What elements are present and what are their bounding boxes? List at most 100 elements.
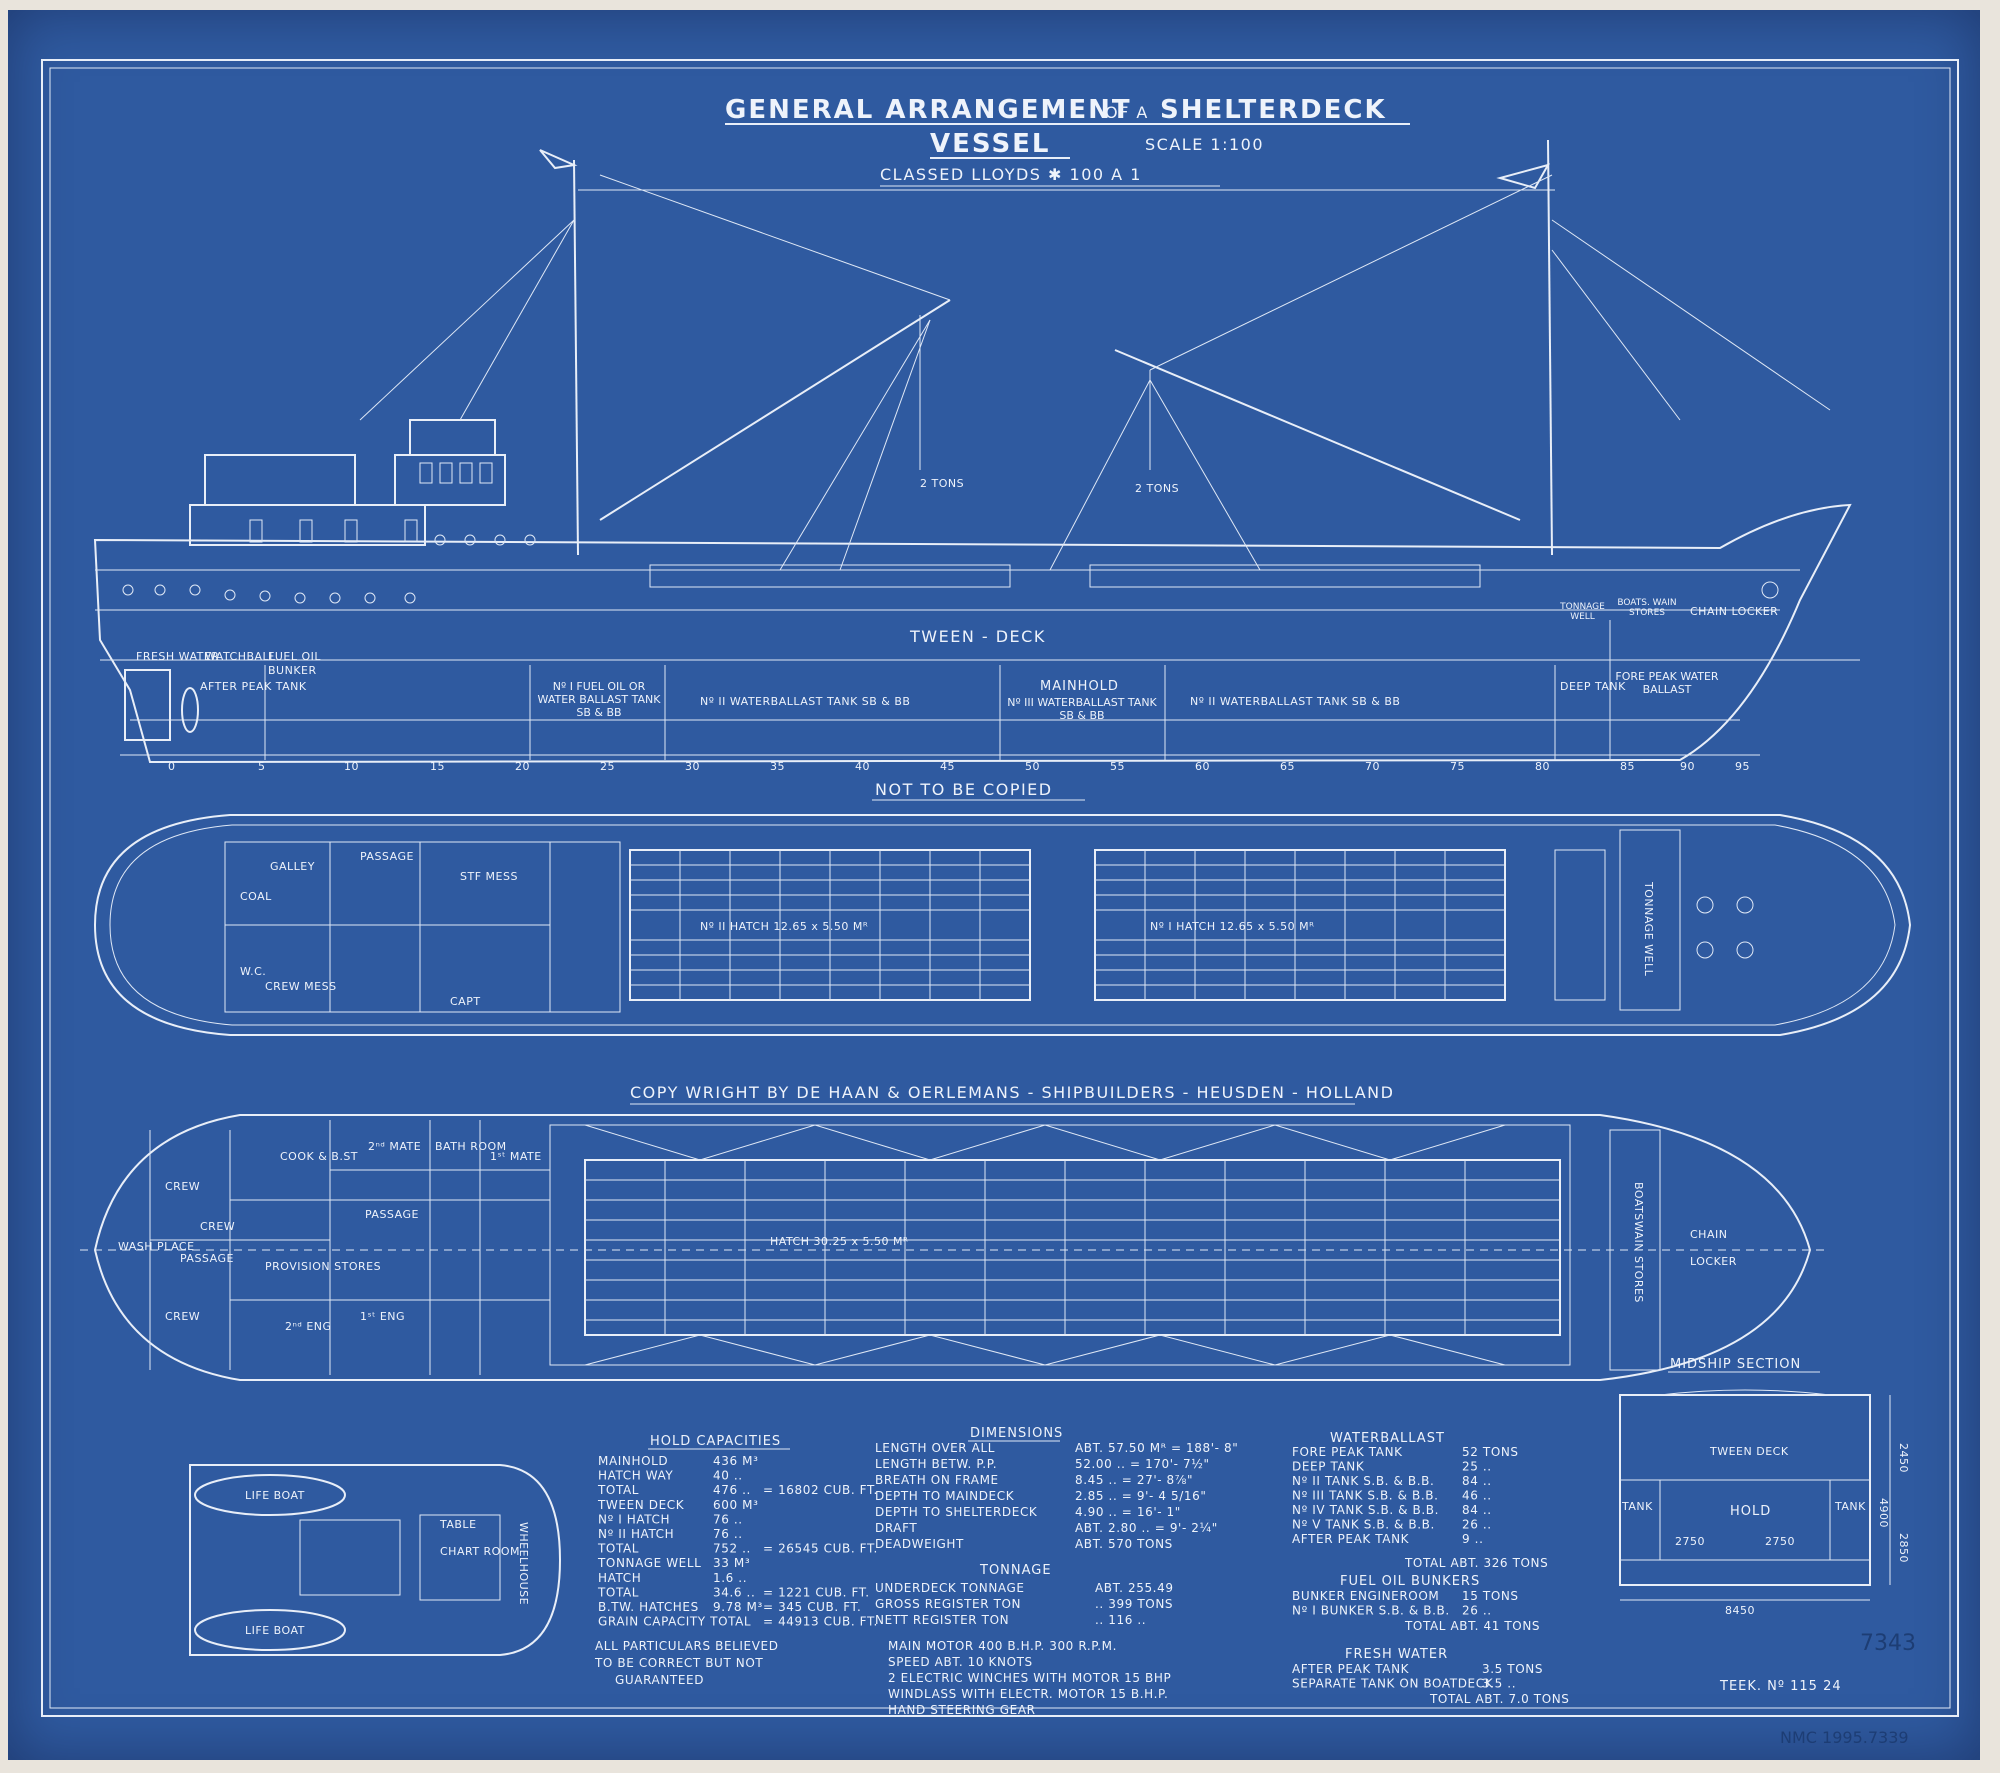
hold-capacity-cell: = 1221 CUB. FT. <box>763 1585 870 1599</box>
tonnage-cell: GROSS REGISTER TON <box>875 1597 1021 1611</box>
title-line1-a: GENERAL ARRANGEMENT <box>725 95 1132 125</box>
frame-num: 90 <box>1680 760 1695 773</box>
hold-capacity-cell: 752 .. <box>713 1542 751 1556</box>
dimension-cell: DEADWEIGHT <box>875 1537 964 1551</box>
water-ballast-cell: Nº III TANK S.B. & B.B. <box>1292 1489 1439 1503</box>
passage-lower-2: PASSAGE <box>365 1208 419 1221</box>
title-class: CLASSED LLOYDS ✱ 100 A 1 <box>880 165 1142 184</box>
midship-tank-left: TANK <box>1621 1500 1653 1513</box>
boatswain-profile: BOATS. WAIN STORES <box>1617 598 1676 618</box>
fresh-water-label: FRESH WATER <box>136 650 219 663</box>
crew-room-3: CREW <box>165 1310 200 1323</box>
hold-capacities-table: HOLD CAPACITIES <box>648 1434 790 1450</box>
dimension-cell: LENGTH OVER ALL <box>875 1441 995 1455</box>
water-ballast-cell: Nº IV TANK S.B. & B.B. <box>1292 1503 1439 1517</box>
water-ballast-total: TOTAL ABT. 326 TONS <box>1404 1556 1548 1570</box>
frame-num: 70 <box>1365 760 1380 773</box>
hold-capacity-cell: = 26545 CUB. FT. <box>763 1542 878 1556</box>
hold-capacity-cell: = 345 CUB. FT. <box>763 1600 861 1614</box>
boatswain-stores-plan: BOATSWAIN STORES <box>1632 1182 1645 1303</box>
tween-deck-label: TWEEN - DECK <box>909 627 1046 646</box>
hold-capacity-cell: HATCH <box>598 1571 641 1585</box>
frame-num: 10 <box>344 760 359 773</box>
tons-fwd-label: 2 TONS <box>1135 482 1179 495</box>
passage-upper-1: PASSAGE <box>360 850 414 863</box>
after-peak-label: AFTER PEAK TANK <box>200 680 307 693</box>
fore-derrick <box>1114 349 1521 521</box>
midship-h3: 2850 <box>1897 1533 1910 1563</box>
hold-capacity-cell: 1.6 .. <box>713 1571 747 1585</box>
machinery-cell: SPEED ABT. 10 KNOTS <box>888 1655 1033 1669</box>
aft-mast <box>573 159 579 556</box>
hold-capacity-cell: 34.6 .. <box>713 1585 755 1599</box>
tonnage-cell: NETT REGISTER TON <box>875 1613 1009 1627</box>
coal-room: COAL <box>240 890 272 903</box>
crew-mess-room: CREW MESS <box>265 980 337 993</box>
title-block: GENERAL ARRANGEMENT OF A SHELTERDECK VES… <box>725 95 1410 187</box>
fresh-water-total: TOTAL ABT. 7.0 TONS <box>1429 1692 1570 1706</box>
inner-border <box>49 67 1951 1709</box>
water-ballast-cell: 52 TONS <box>1462 1445 1519 1459</box>
hold-capacity-cell: = 44913 CUB. FT. <box>763 1615 878 1629</box>
hold-capacity-cell: Nº II HATCH <box>598 1527 674 1541</box>
frame-num: 60 <box>1195 760 1210 773</box>
upper-deck-plan: Nº II HATCH 12.65 x 5.50 Mᴿ Nº I HATCH 1… <box>93 814 1912 1036</box>
hold-capacity-cell: 76 .. <box>713 1527 743 1541</box>
midship-tween-label: TWEEN DECK <box>1709 1445 1789 1458</box>
hold-capacity-cell: 476 .. <box>713 1483 751 1497</box>
fuel-oil-total: TOTAL ABT. 41 TONS <box>1404 1619 1540 1633</box>
lifeboat-2 <box>194 1609 346 1651</box>
water-ballast-cell: AFTER PEAK TANK <box>1292 1532 1410 1546</box>
cook-room: COOK & B.ST <box>280 1150 358 1163</box>
hold-note-2: TO BE CORRECT BUT NOT <box>594 1656 763 1670</box>
hold-capacity-cell: TOTAL <box>597 1483 639 1497</box>
water-ballast-cell: Nº V TANK S.B. & B.B. <box>1292 1518 1435 1532</box>
frame-num: 15 <box>430 760 445 773</box>
tonnage-well-profile: TONNAGE WELL <box>1560 602 1605 622</box>
frame-num: 95 <box>1735 760 1750 773</box>
hold-capacity-cell: 9.78 M³ <box>713 1600 763 1614</box>
dimension-cell: LENGTH BETW. P.P. <box>875 1457 997 1471</box>
fuel-oil-label: FUEL OIL <box>268 650 321 663</box>
fresh-water-cell: AFTER PEAK TANK <box>1292 1662 1410 1676</box>
no2-ballast-label: Nº II WATERBALLAST TANK SB & BB <box>700 695 910 708</box>
deep-tank-label: DEEP TANK <box>1560 680 1626 693</box>
dimension-cell: 2.85 .. = 9'- 4 5/16" <box>1075 1489 1206 1503</box>
midship-dim-right: 2750 <box>1765 1535 1795 1548</box>
frame-num: 65 <box>1280 760 1295 773</box>
hatch-1-label: Nº I HATCH 12.65 x 5.50 Mᴿ <box>1150 920 1314 933</box>
dimensions-heading: DIMENSIONS <box>970 1426 1063 1441</box>
frame-numbers: 0 5 10 15 20 25 30 35 40 45 50 55 60 65 … <box>168 760 1750 773</box>
hold-capacity-cell: 436 M³ <box>713 1454 758 1468</box>
boat-deck-plan: LIFE BOAT LIFE BOAT CHART ROOM TABLE WHE… <box>189 1464 562 1656</box>
capt-room: CAPT <box>450 995 481 1008</box>
no1-fuel-tank: Nº I FUEL OIL OR WATER BALLAST TANK SB &… <box>538 680 661 719</box>
fore-peak-tank: FORE PEAK WATER BALLAST <box>1615 670 1718 696</box>
water-ballast-cell: 25 .. <box>1462 1460 1492 1474</box>
hold-capacity-cell: Nº I HATCH <box>598 1512 670 1526</box>
second-eng-room: 2ⁿᵈ ENG <box>285 1320 332 1333</box>
water-ballast-cell: 84 .. <box>1462 1503 1492 1517</box>
water-ballast-cell: Nº II TANK S.B. & B.B. <box>1292 1474 1434 1488</box>
water-ballast-cell: 26 .. <box>1462 1518 1492 1532</box>
dimension-cell: DEPTH TO SHELTERDECK <box>875 1505 1038 1519</box>
title-line1-of: OF A <box>1105 103 1149 122</box>
hold-capacity-cell: B.TW. HATCHES <box>598 1600 699 1614</box>
locker-label: LOCKER <box>1690 1255 1737 1268</box>
first-mate-room: 1ˢᵗ MATE <box>490 1150 542 1163</box>
hold-capacities-heading: HOLD CAPACITIES <box>650 1434 781 1449</box>
galley-room: GALLEY <box>270 860 315 873</box>
hatch-1-plan <box>1094 849 1506 1001</box>
midship-dim-left: 2750 <box>1675 1535 1705 1548</box>
hull-outline <box>93 503 1852 764</box>
frame-num: 50 <box>1025 760 1040 773</box>
machinery-cell: 2 ELECTRIC WINCHES WITH MOTOR 15 BHP <box>888 1671 1171 1685</box>
fresh-water-cell: 3.5 TONS <box>1482 1662 1543 1676</box>
crew-room-1: CREW <box>165 1180 200 1193</box>
lifeboat-2-label: LIFE BOAT <box>245 1624 305 1637</box>
passage-lower-1: PASSAGE <box>180 1252 234 1265</box>
machinery-cell: HAND STEERING GEAR <box>888 1703 1036 1717</box>
